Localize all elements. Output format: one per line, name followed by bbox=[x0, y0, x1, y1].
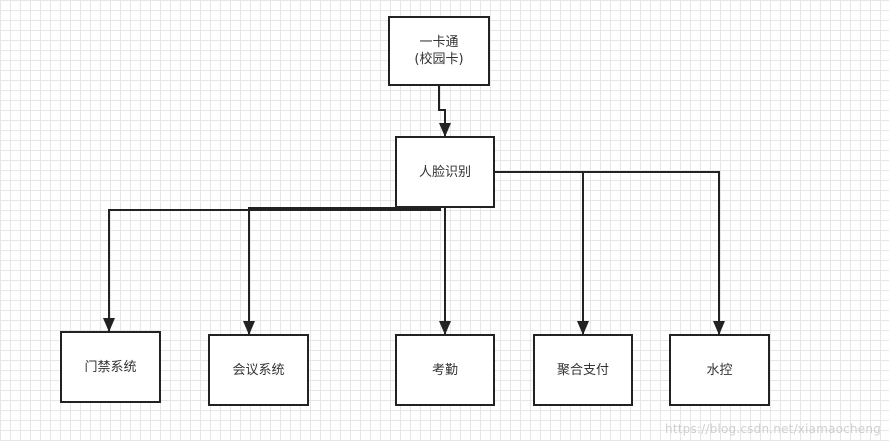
node-face-recognition-label: 人脸识别 bbox=[418, 164, 471, 180]
node-attendance-label: 考勤 bbox=[431, 362, 458, 378]
node-card-system-label: 一卡通 (校园卡) bbox=[414, 35, 464, 67]
node-water-control[interactable]: 水控 bbox=[669, 334, 770, 406]
connector-face-to-payment bbox=[495, 171, 589, 335]
node-access-control[interactable]: 门禁系统 bbox=[60, 331, 161, 403]
node-access-control-label: 门禁系统 bbox=[84, 359, 137, 375]
watermark-url: https://blog.csdn.net/xiamaocheng bbox=[665, 422, 881, 436]
node-meeting-system-label: 会议系统 bbox=[232, 362, 285, 378]
node-attendance[interactable]: 考勤 bbox=[395, 334, 495, 406]
connector-face-to-water bbox=[583, 171, 725, 335]
node-card-system[interactable]: 一卡通 (校园卡) bbox=[388, 16, 490, 86]
node-meeting-system[interactable]: 会议系统 bbox=[208, 334, 309, 406]
node-water-control-label: 水控 bbox=[706, 362, 733, 378]
node-aggregate-payment-label: 聚合支付 bbox=[556, 362, 609, 378]
connector-face-to-door bbox=[103, 208, 441, 332]
connector-root-to-face bbox=[438, 86, 451, 137]
node-face-recognition[interactable]: 人脸识别 bbox=[395, 136, 495, 208]
node-aggregate-payment[interactable]: 聚合支付 bbox=[533, 334, 633, 406]
connector-face-to-meeting bbox=[243, 207, 440, 335]
